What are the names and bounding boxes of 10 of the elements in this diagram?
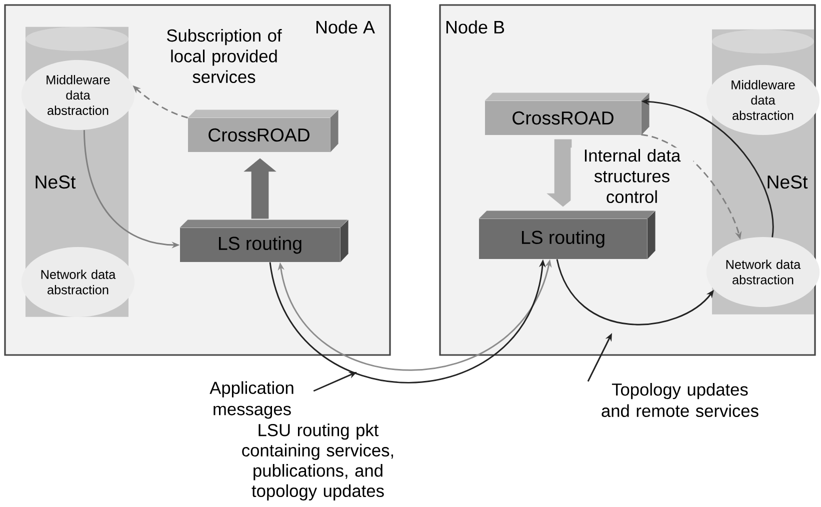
callout-text: Topology updates and remote services: [602, 382, 758, 418]
block-box: CrossROAD: [188, 110, 338, 152]
block-box: LS routing: [180, 220, 348, 262]
callout-text: Application messages: [210, 381, 294, 419]
block-box: CrossROAD: [484, 92, 650, 136]
edge-label: Internal data structures control: [570, 148, 694, 204]
block-box: LS routing: [478, 210, 656, 260]
edge-label: Subscription of local provided services: [152, 28, 296, 84]
note-text: LSU routing pkt containing services, publications, and topology updates: [242, 424, 393, 500]
arrow: [556, 259, 714, 326]
